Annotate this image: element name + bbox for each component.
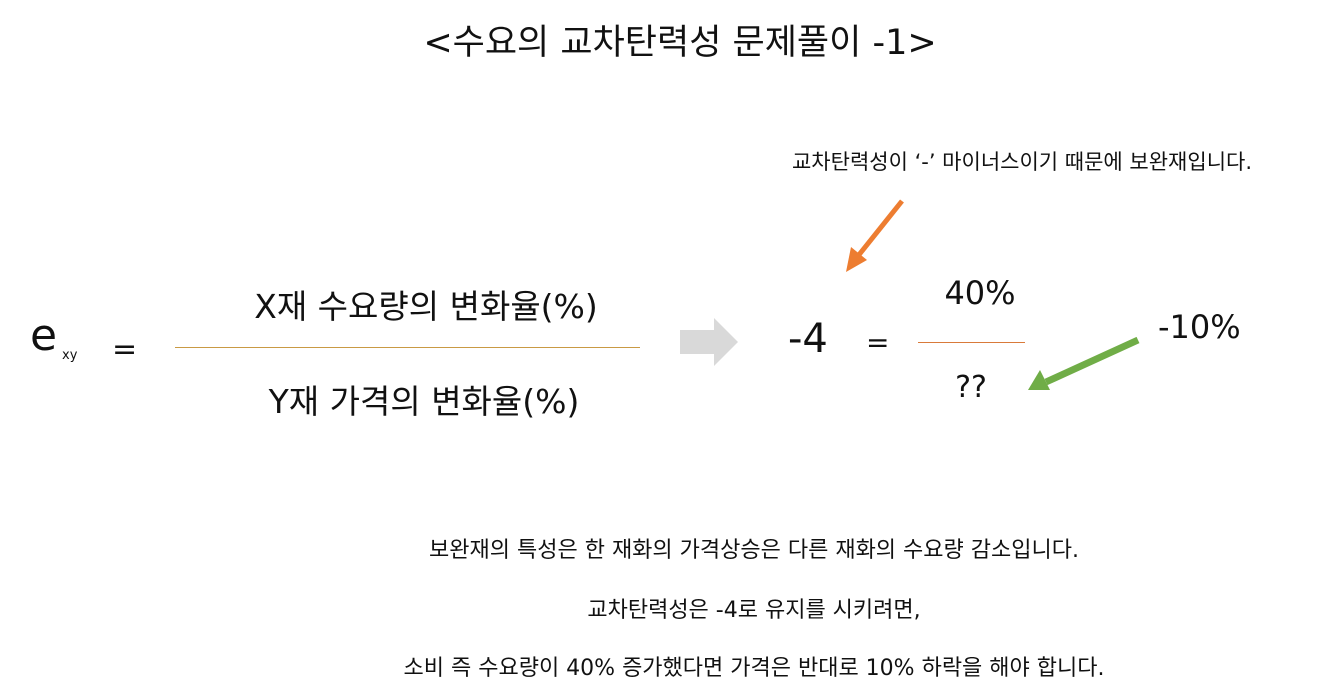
green-arrow-icon bbox=[1028, 336, 1140, 390]
page-title: <수요의 교차탄력성 문제풀이 -1> bbox=[423, 23, 937, 63]
complement-note: 교차탄력성이 ‘-’ 마이너스이기 때문에 보완재입니다. bbox=[791, 150, 1253, 174]
formula-equals-sign: = bbox=[112, 332, 138, 367]
explanation-line-1: 보완재의 특성은 한 재화의 가격상승은 다른 재화의 수요량 감소입니다. bbox=[429, 538, 1079, 563]
explanation-line-3: 소비 즉 수요량이 40% 증가했다면 가격은 반대로 10% 하락을 해야 합… bbox=[403, 656, 1105, 681]
orange-arrow-icon bbox=[846, 199, 904, 272]
formula-numerator: X재 수요량의 변화율(%) bbox=[254, 287, 598, 326]
calc-equals-sign: = bbox=[866, 326, 890, 359]
elasticity-value: -4 bbox=[788, 316, 828, 362]
formula-denominator: Y재 가격의 변화율(%) bbox=[268, 382, 580, 421]
calc-denominator: ?? bbox=[955, 370, 987, 405]
calc-fraction-line bbox=[918, 342, 1025, 343]
formula-fraction-line bbox=[175, 347, 640, 348]
answer-value: -10% bbox=[1158, 308, 1241, 346]
elasticity-symbol: e bbox=[30, 310, 58, 361]
right-arrow-icon bbox=[680, 318, 738, 366]
calc-numerator: 40% bbox=[944, 274, 1016, 312]
explanation-line-2: 교차탄력성은 -4로 유지를 시키려면, bbox=[587, 598, 921, 623]
elasticity-subscript: xy bbox=[62, 348, 78, 363]
